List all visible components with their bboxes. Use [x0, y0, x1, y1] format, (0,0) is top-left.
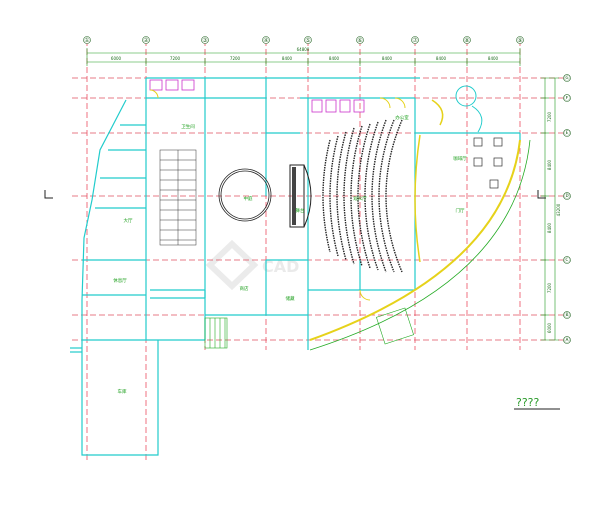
dim-right-1: 7200 — [547, 111, 552, 122]
label-storage: 储藏 — [286, 295, 295, 302]
dim-top-4: 8400 — [282, 56, 293, 61]
axis-label-d: Ⓓ — [564, 192, 570, 200]
right-dimension-lines — [541, 77, 559, 341]
room-labels: 中庭 门厅 舞台 大厅 休息厅 车库 咖啡厅 办公室 卫生间 商店 储藏 观众厅 — [113, 114, 467, 395]
restroom-fixtures — [149, 79, 365, 113]
top-dimension-texts: 6000 7200 7200 8400 8400 8400 8400 8400 … — [111, 47, 499, 61]
axis-label-3: ③ — [202, 37, 207, 44]
label-rotunda: 中庭 — [244, 195, 253, 202]
axis-label-e: Ⓒ — [564, 256, 570, 264]
axis-label-5: ⑤ — [305, 37, 310, 44]
axis-label-2: ② — [143, 37, 149, 44]
lobby-curves — [309, 99, 531, 351]
label-restroom: 卫生间 — [181, 123, 195, 130]
dim-top-8: 8400 — [488, 56, 499, 61]
dim-top-7: 8400 — [436, 56, 447, 61]
label-lobby: 门厅 — [456, 207, 465, 214]
label-cafe: 咖啡厅 — [453, 155, 467, 162]
section-markers — [44, 190, 546, 199]
top-dimension-lines — [86, 48, 521, 66]
right-axis-bubbles — [563, 74, 571, 344]
axis-label-g: Ⓐ — [564, 336, 570, 344]
top-axis-labels: ① ② ③ ④ ⑤ ⑥ ⑦ ⑧ ⑨ — [84, 37, 522, 44]
dim-right-total: 43200 — [556, 203, 561, 216]
label-garage: 车库 — [118, 388, 127, 395]
dim-top-total: 64800 — [297, 47, 310, 52]
label-shop: 商店 — [240, 285, 249, 292]
dim-right-5: 6000 — [547, 322, 552, 333]
rotunda — [218, 168, 272, 222]
dim-top-5: 8400 — [329, 56, 340, 61]
dim-right-3: 8400 — [547, 222, 552, 233]
label-stage: 舞台 — [296, 207, 305, 214]
stage — [289, 164, 312, 228]
label-auditorium: 观众厅 — [353, 196, 367, 202]
label-office: 办公室 — [395, 114, 409, 121]
axis-label-9: ⑨ — [517, 37, 522, 44]
auditorium-seating — [322, 119, 403, 273]
axis-label-c: Ⓔ — [564, 129, 570, 137]
dim-right-2: 8400 — [547, 159, 552, 170]
axis-label-b: Ⓕ — [564, 94, 570, 102]
drawing-title-text: ???? — [516, 396, 540, 409]
axis-label-6: ⑥ — [357, 37, 362, 44]
right-axis-labels: Ⓖ Ⓕ Ⓔ Ⓓ Ⓒ Ⓑ Ⓐ — [564, 74, 570, 344]
cafe-tables — [473, 137, 503, 189]
dim-top-1: 6000 — [111, 56, 122, 61]
axis-label-f: Ⓑ — [564, 311, 570, 319]
right-dimension-texts: 7200 8400 8400 7200 6000 43200 — [547, 111, 561, 333]
axis-label-a: Ⓖ — [564, 74, 570, 82]
dim-top-2: 7200 — [170, 56, 181, 61]
watermark-text: CAD — [262, 257, 299, 276]
axis-label-7: ⑦ — [412, 37, 418, 44]
round-tower — [455, 85, 483, 133]
watermark: CAD — [205, 239, 299, 291]
left-core-stairs — [159, 149, 197, 246]
drawing-title: ???? — [514, 396, 560, 410]
axis-label-8: ⑧ — [464, 37, 469, 44]
door-swings — [149, 89, 406, 301]
axis-label-4: ④ — [263, 37, 268, 44]
label-lounge: 休息厅 — [113, 277, 127, 284]
axis-label-1: ① — [84, 37, 89, 44]
bottom-stairs — [204, 307, 414, 349]
dim-right-4: 7200 — [547, 282, 552, 293]
dim-top-6: 8400 — [382, 56, 393, 61]
dim-top-3: 7200 — [230, 56, 241, 61]
grid-vertical — [86, 40, 521, 460]
label-hall: 大厅 — [124, 217, 133, 224]
top-axis-bubbles — [83, 36, 524, 44]
